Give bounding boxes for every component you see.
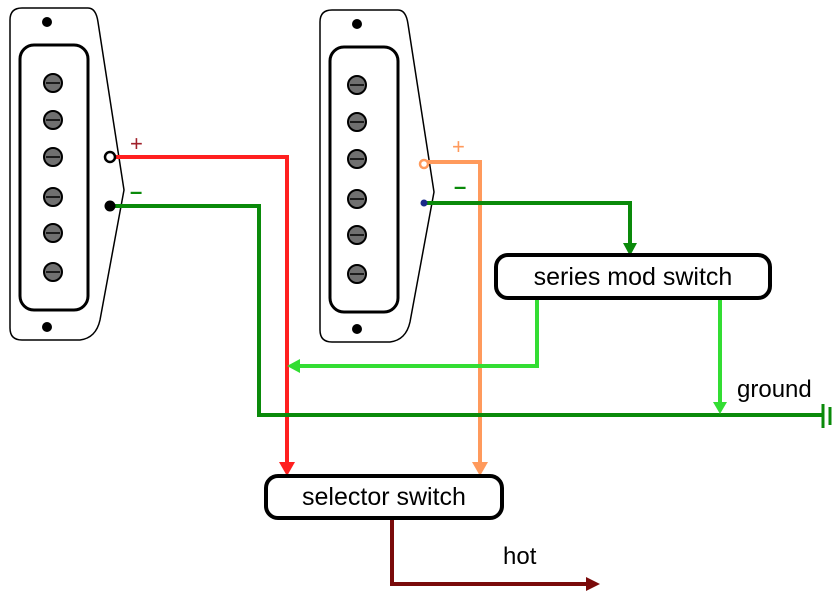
pickup-1-negative-terminal (104, 200, 116, 212)
pickup-2-mount-hole-bottom (352, 324, 362, 334)
arrowhead (586, 577, 600, 591)
series-mod-switch: series mod switch (494, 253, 772, 300)
ground-symbol-icon (821, 404, 832, 428)
arrowhead (472, 462, 488, 476)
selector-switch: selector switch (264, 474, 504, 520)
pickup-1-minus-sign: – (130, 179, 142, 204)
arrowhead (623, 243, 637, 256)
pickup-1-positive-terminal (103, 150, 117, 164)
pickup-2-negative-terminal (420, 199, 428, 207)
pickup-2-mount-hole-top (352, 19, 362, 29)
series-mod-switch-label: series mod switch (534, 263, 733, 291)
pickup-1-icon (9, 7, 125, 341)
series-switch-to-pickup-1-wire (300, 300, 539, 368)
pickup-1-plus-sign: + (130, 131, 143, 156)
pickup-2-minus-sign: – (454, 174, 466, 199)
arrowhead (287, 359, 300, 373)
pickup-1-mount-hole-top (42, 17, 52, 27)
series-mod-switch-box (494, 253, 772, 300)
pickup-2-plus-sign: + (452, 134, 465, 159)
pickup-1-terminals (103, 150, 117, 212)
pickup-1-negative-wire (113, 204, 823, 417)
hot-label: hot (503, 543, 537, 570)
pickup-2-icon (319, 9, 435, 343)
selector-switch-label: selector switch (302, 483, 466, 511)
hot-wire (390, 515, 588, 586)
pickup-2-bobbin (328, 45, 400, 314)
arrowhead (713, 402, 727, 414)
selector-switch-box (264, 474, 504, 520)
pickup-2-terminals (418, 158, 430, 207)
pickup-2-positive-wire (423, 160, 482, 462)
pickup-1-pole-pieces (43, 73, 63, 282)
pickup-2-negative-wire (423, 201, 632, 244)
arrowhead (279, 462, 295, 476)
pickup-1-bobbin (18, 43, 90, 312)
pickup-1-positive-wire (113, 155, 289, 462)
pickup-2-positive-terminal (418, 158, 430, 170)
ground-label: ground (737, 376, 812, 403)
pickup-1-mount-hole-bottom (42, 322, 52, 332)
